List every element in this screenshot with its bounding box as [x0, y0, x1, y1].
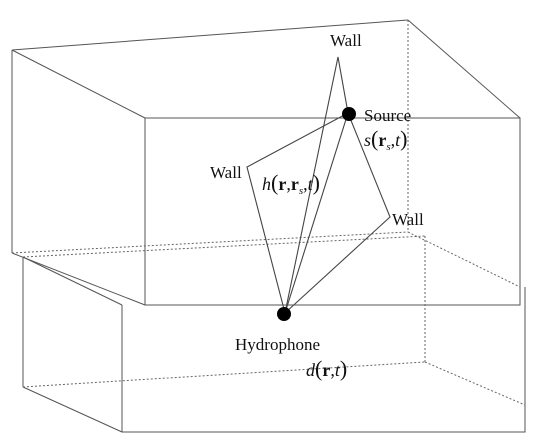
source-close-paren: ): [400, 126, 407, 151]
lower-box: [22, 235, 526, 433]
source-position-var: r: [378, 130, 386, 150]
propagation-rays: [246, 56, 391, 314]
ray-left-wall-reflection: [246, 112, 349, 314]
impulse-func-symbol: h: [262, 174, 271, 194]
lower-box-front-face: [121, 287, 526, 433]
received-time-var: t: [335, 360, 341, 380]
upper-box-bottom-left-edge: [11, 252, 146, 306]
hydrophone-label: Hydrophone: [235, 335, 320, 354]
received-signal-expression: d(r,t): [306, 356, 347, 381]
impulse-source-sub: s: [299, 185, 303, 197]
source-time-var: t: [395, 130, 401, 150]
impulse-comma-1: ,: [286, 174, 291, 194]
ray-top-wall-reflection: [284, 56, 349, 314]
received-open-paren: (: [315, 356, 322, 381]
impulse-comma-2: ,: [303, 174, 308, 194]
received-func-symbol: d: [306, 360, 316, 380]
lower-box-hidden-top-back: [22, 235, 426, 258]
upper-box-hidden-bottom-back: [11, 231, 409, 254]
upper-box-top-back-edge: [11, 19, 409, 51]
ray-right-wall-reflection: [284, 112, 391, 314]
wall-top-label: Wall: [330, 31, 362, 50]
impulse-source-var: r: [291, 174, 299, 194]
source-open-paren: (: [371, 126, 378, 151]
impulse-time-var: t: [308, 174, 314, 194]
upper-box: [11, 19, 521, 306]
received-comma: ,: [330, 360, 335, 380]
impulse-response-expression: h(r,rs,t): [262, 170, 320, 197]
source-signal-expression: s(rs,t): [364, 126, 407, 153]
impulse-close-paren: ): [313, 170, 320, 195]
received-close-paren: ): [340, 356, 347, 381]
upper-box-hidden-bottom-right: [407, 231, 521, 288]
impulse-open-paren: (: [271, 170, 278, 195]
source-label: Source: [364, 106, 411, 125]
upper-box-top-right-edge: [407, 19, 521, 119]
ray-direct-path: [284, 112, 349, 314]
source-node: [342, 107, 356, 121]
source-position-sub: s: [386, 141, 390, 153]
received-position-var: r: [322, 360, 330, 380]
lower-box-hidden-bottom-back: [22, 361, 426, 388]
wall-right-label: Wall: [392, 210, 424, 229]
lower-box-top-left-edge: [22, 256, 123, 306]
impulse-receiver-var: r: [278, 174, 286, 194]
lower-box-bottom-left-edge: [22, 386, 123, 433]
lower-box-hidden-bottom-right: [424, 361, 526, 406]
upper-box-top-left-edge: [11, 49, 146, 119]
source-func-symbol: s: [364, 130, 371, 150]
hydrophone-node: [277, 307, 291, 321]
source-comma: ,: [391, 130, 396, 150]
upper-box-front-face: [144, 117, 521, 306]
wall-left-label: Wall: [210, 163, 242, 182]
